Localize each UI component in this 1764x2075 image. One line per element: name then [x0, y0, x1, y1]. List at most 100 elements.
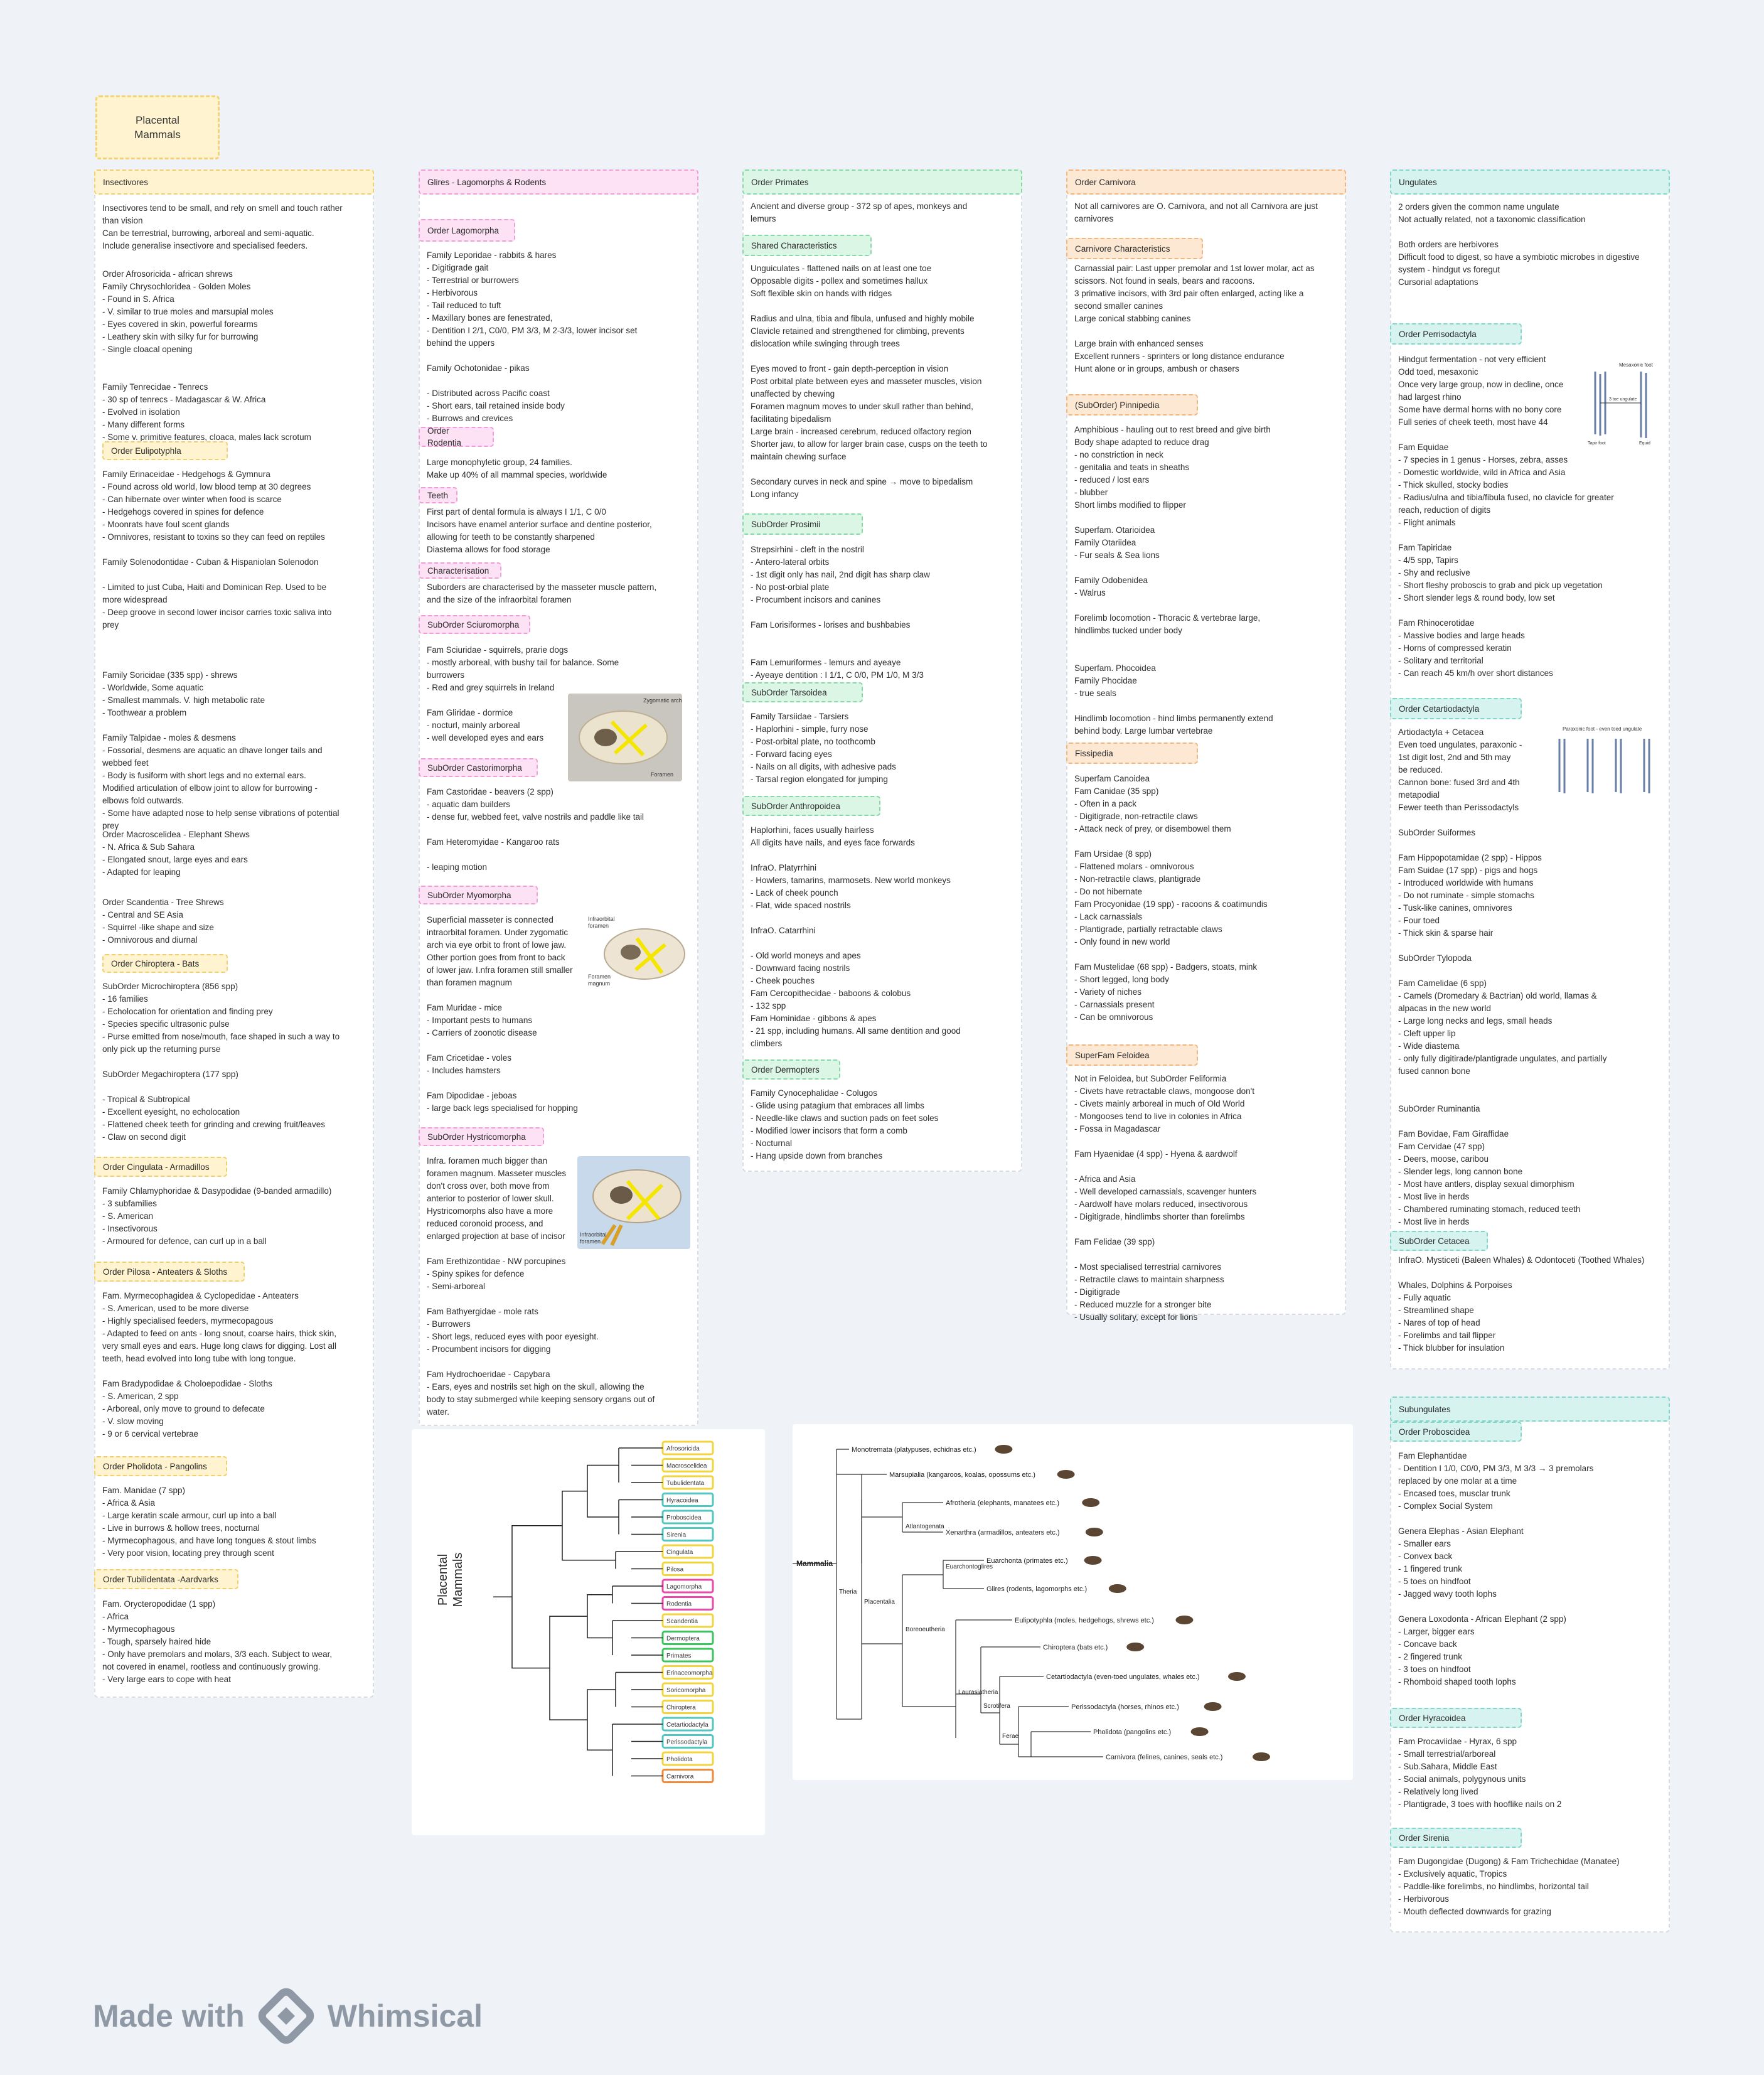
- castorimorpha-section: Fam Castoridae - beavers (2 spp) - aquat…: [427, 787, 644, 872]
- phylogeny-leaf-label: Xenarthra (armadillos, anteaters etc.): [946, 1529, 1060, 1536]
- phylogeny-root-label: Mammalia: [796, 1559, 833, 1568]
- anthropoidea-header[interactable]: SubOrder Anthropoidea: [742, 796, 880, 816]
- lagomorpha-section: Family Leporidae - rabbits & hares - Dig…: [427, 250, 638, 423]
- phylogeny-leaf-label: Glires (rodents, lagomorphs etc.): [986, 1585, 1087, 1593]
- shared-characteristics-header[interactable]: Shared Characteristics: [742, 235, 872, 256]
- fissipedia-section: Superfam Canoidea Fam Canidae (35 spp) -…: [1074, 774, 1268, 1022]
- cladogram-branch: [587, 1594, 612, 1639]
- phylogeny-animal-icon: [1190, 1727, 1209, 1736]
- tarsoidea-header[interactable]: SubOrder Tarsoidea: [742, 682, 863, 702]
- cladogram-svg: AfrosoricidaMacroscelideaTubulidentataHy…: [493, 1440, 714, 1783]
- hystricomorpha-header[interactable]: SubOrder Hystricomorpha: [419, 1127, 544, 1146]
- phylogeny-node-label: Euarchontoglires: [946, 1563, 993, 1570]
- cladogram-taxon-label: Afrosoricida: [666, 1445, 700, 1452]
- chiroptera-header[interactable]: Order Chiroptera - Bats: [102, 954, 228, 973]
- cladogram-taxon-label: Lagomorpha: [666, 1584, 702, 1590]
- whimsical-brand-label: Whimsical: [327, 1998, 483, 2034]
- primates-column: [742, 186, 1022, 1172]
- cetartiodactyla-header[interactable]: Order Cetartiodactyla: [1390, 698, 1522, 719]
- castorimorpha-header[interactable]: SubOrder Castorimorpha: [419, 758, 538, 777]
- phylogeny-leaf-label: Marsupialia (kangaroos, koalas, opossums…: [889, 1471, 1035, 1479]
- cladogram-branch: [562, 1491, 616, 1561]
- cetacea-header[interactable]: SubOrder Cetacea: [1390, 1231, 1488, 1251]
- rodentia-section: Large monophyletic group, 24 families. M…: [427, 458, 607, 480]
- glires-header[interactable]: Glires - Lagomorphs & Rodents: [419, 169, 698, 195]
- cladogram-taxon-label: Soricomorpha: [666, 1687, 706, 1694]
- cladogram-branch: [511, 1525, 562, 1669]
- scandentia-section: Order Scandentia - Tree Shrews - Central…: [102, 898, 224, 945]
- sciuromorpha-section: Fam Sciuridae - squirrels, prarie dogs -…: [427, 645, 619, 743]
- cladogram-taxon-label: Macroscelidea: [666, 1463, 707, 1470]
- cladogram-taxon-label: Primates: [666, 1653, 691, 1659]
- cladogram-taxon-label: Rodentia: [666, 1601, 692, 1608]
- carnivore-characteristics-section: Carnassial pair: Last upper premolar and…: [1074, 264, 1315, 373]
- cladogram-taxon-label: Dermoptera: [666, 1636, 700, 1643]
- feloidea-header[interactable]: SuperFam Feloidea: [1066, 1044, 1198, 1066]
- foramen-magnum-label: Foramen: [588, 973, 611, 980]
- characterisation-header[interactable]: Characterisation: [419, 562, 501, 579]
- perissodactyla-header[interactable]: Order Perrisodactyla: [1390, 323, 1522, 345]
- primates-header[interactable]: Order Primates: [742, 169, 1022, 195]
- pinnipedia-header[interactable]: (SubOrder) Pinnipedia: [1066, 394, 1198, 416]
- ungulates-header[interactable]: Ungulates: [1390, 169, 1670, 195]
- tarsoidea-section: Family Tarsiidae - Tarsiers - Haplorhini…: [751, 712, 896, 784]
- subungulates-header[interactable]: Subungulates: [1390, 1397, 1670, 1422]
- chiroptera-section: SubOrder Microchiroptera (856 spp) - 16 …: [102, 982, 340, 1142]
- carnivore-characteristics-header[interactable]: Carnivore Characteristics: [1066, 238, 1203, 259]
- prosimii-header[interactable]: SubOrder Prosimii: [742, 513, 863, 535]
- pilosa-header[interactable]: Order Pilosa - Anteaters & Sloths: [94, 1262, 245, 1282]
- phylogeny-leaf-label: Monotremata (platypuses, echidnas etc.): [852, 1446, 976, 1454]
- phylogeny-leaf-label: Euarchonta (primates etc.): [986, 1557, 1068, 1565]
- myomorpha-header[interactable]: SubOrder Myomorpha: [419, 886, 538, 904]
- zygomatic-arch-label: Zygomatic arch: [643, 697, 682, 704]
- pinnipedia-section: Amphibious - hauling out to rest breed a…: [1074, 425, 1273, 736]
- fissipedia-header[interactable]: Fissipedia: [1066, 743, 1198, 764]
- perissodactyl-foot-image: Mesaxonic foot 3 toe ungulate Tapir foot…: [1581, 359, 1663, 447]
- insectivores-header[interactable]: Insectivores: [94, 169, 374, 195]
- phylogeny-leaf-label: Cetartiodactyla (even-toed ungulates, wh…: [1046, 1673, 1200, 1681]
- teeth-header[interactable]: Teeth: [419, 487, 457, 503]
- carnivora-header[interactable]: Order Carnivora: [1066, 169, 1346, 195]
- macroscelidea-section: Order Macroscelidea - Elephant Shews - N…: [102, 830, 250, 877]
- equid-foot-label: Equid: [1639, 441, 1650, 446]
- cetacea-section: InfraO. Mysticeti (Baleen Whales) & Odon…: [1398, 1255, 1645, 1353]
- cladogram-taxon-label: Hyracoidea: [666, 1498, 698, 1504]
- cladogram-taxon-label: Scandentia: [666, 1618, 698, 1625]
- cladogram-taxon-label: Pholidota: [666, 1756, 693, 1763]
- phylogeny-node-label: Placentalia: [864, 1599, 895, 1606]
- phylogeny-leaf-label: Afrotheria (elephants, manatees etc.): [946, 1499, 1059, 1507]
- dermopters-header[interactable]: Order Dermopters: [742, 1059, 840, 1080]
- made-with-whimsical-watermark[interactable]: Made with Whimsical: [93, 1983, 483, 2049]
- hystricomorph-skull-image: Infraorbital foramen: [577, 1156, 690, 1249]
- afrosoricida-section: Order Afrosoricida - african shrews Fami…: [102, 269, 311, 442]
- tubulidentata-header[interactable]: Order Tubilidentata -Aardvarks: [94, 1569, 238, 1589]
- cingulata-header[interactable]: Order Cingulata - Armadillos: [94, 1157, 227, 1177]
- hyracoidea-header[interactable]: Order Hyracoidea: [1390, 1708, 1522, 1728]
- phylogeny-leaf-label: Pholidota (pangolins etc.): [1093, 1729, 1171, 1736]
- cladogram-taxon-label: Cetartiodactyla: [666, 1722, 708, 1729]
- rodentia-header[interactable]: Order Rodentia: [419, 426, 494, 448]
- hystrico-infraorbital-label: Infraorbital: [580, 1231, 607, 1238]
- cladogram-taxon-label: Erinaceomorpha: [666, 1670, 713, 1677]
- phylogeny-animal-icon: [1082, 1498, 1100, 1507]
- cladogram-taxon-label: Perissodactyla: [666, 1739, 707, 1746]
- proboscidea-header[interactable]: Order Proboscidea: [1390, 1422, 1522, 1442]
- eulipotyphla-header[interactable]: Order Eulipotyphla: [102, 441, 228, 460]
- cladogram-taxon-label: Chiroptera: [666, 1705, 696, 1712]
- sciuromorpha-header[interactable]: SubOrder Sciuromorpha: [419, 615, 530, 634]
- feloidea-section: Not in Feloidea, but SubOrder Feliformia…: [1074, 1074, 1257, 1322]
- cladogram-taxon-label: Sirenia: [666, 1532, 687, 1539]
- phylogeny-node-label: Scrotifera: [983, 1703, 1010, 1710]
- cetartiodactyl-foot-image: Paraxonic foot - even toed ungulate: [1544, 723, 1666, 805]
- title-card[interactable]: Placental Mammals: [95, 95, 220, 159]
- cetartiodactyla-section: Artiodactyla + Cetacea Even toed ungulat…: [1398, 727, 1607, 1226]
- foramen-magnum-label-2: magnum: [588, 980, 610, 987]
- insectivores-column: [94, 186, 374, 1698]
- sirenia-header[interactable]: Order Sirenia: [1390, 1828, 1522, 1848]
- pholidota-header[interactable]: Order Pholidota - Pangolins: [94, 1456, 227, 1476]
- cladogram-taxon-label: Carnivora: [666, 1774, 694, 1781]
- characterisation-section: Suborders are characterised by the masse…: [427, 582, 657, 604]
- lagomorpha-header[interactable]: Order Lagomorpha: [419, 219, 515, 242]
- phylogeny-node-label: Atlantogenata: [906, 1523, 944, 1530]
